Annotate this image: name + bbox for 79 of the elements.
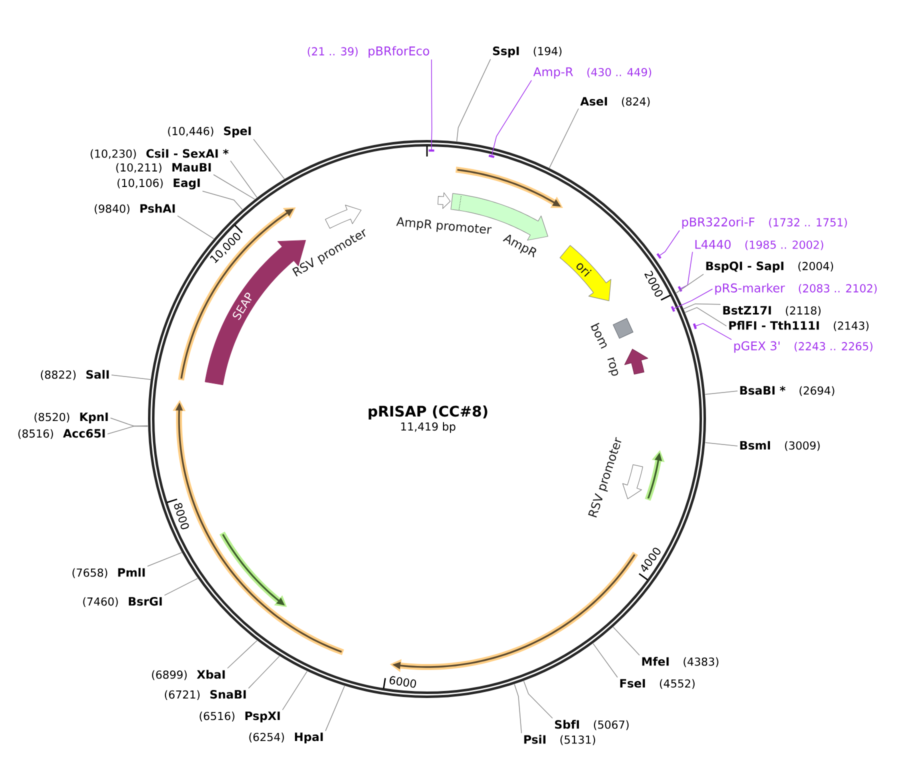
- leader-line: [704, 442, 738, 446]
- leader-line: [523, 680, 553, 719]
- leader-line: [680, 252, 693, 289]
- site-label: (8520) KpnI: [34, 412, 108, 424]
- leader-line: [248, 656, 280, 689]
- leader-line: [659, 230, 680, 256]
- site-label: PflFI - Tth111I (2143): [729, 320, 868, 332]
- leader-line: [431, 59, 432, 150]
- site-label: AseI (824): [580, 97, 650, 107]
- site-label: (9840) PshAI: [94, 204, 175, 214]
- leader-line: [253, 138, 285, 180]
- feature-label: ori: [576, 263, 592, 277]
- site-label: (6899) XbaI: [152, 670, 225, 680]
- feature-label: bom: [590, 322, 607, 349]
- primer-label: pRS-marker (2083 .. 2102): [715, 283, 877, 295]
- site-label: BsmI (3009): [740, 441, 820, 451]
- feature-band: [219, 532, 287, 608]
- leader-line: [548, 108, 579, 168]
- leader-line: [592, 643, 618, 678]
- feature-label: rop: [607, 357, 618, 376]
- primer-site-mark: [678, 286, 682, 292]
- plasmid-length: 11,419 bp: [401, 422, 456, 433]
- feature-band: [390, 552, 638, 672]
- feature-label: AmpR promoter: [396, 217, 492, 234]
- plasmid-name: pRISAP (CC#8): [368, 406, 488, 420]
- leader-line: [230, 160, 258, 198]
- site-label: (7460) BsrGI: [83, 597, 162, 607]
- site-label: PsiI (5131): [524, 734, 596, 746]
- leader-line: [147, 552, 182, 567]
- leader-line: [282, 670, 308, 710]
- scale-label: 8000: [174, 503, 189, 530]
- leader-line: [683, 303, 721, 310]
- leader-line: [325, 686, 345, 732]
- leader-line: [107, 426, 148, 434]
- primer-site-mark: [656, 253, 662, 259]
- leader-line: [456, 58, 491, 142]
- leader-line: [177, 215, 214, 240]
- feature-band: [644, 450, 665, 501]
- site-label: BstZ17I (2118): [723, 306, 821, 316]
- leader-line: [202, 190, 243, 210]
- scale-label: 2000: [644, 270, 663, 297]
- site-label: BsaBI * (2694): [740, 386, 834, 396]
- leader-line: [704, 390, 738, 395]
- leader-line: [676, 274, 704, 294]
- site-label: (8516) Acc65I: [18, 429, 105, 439]
- primer-label: (21 .. 39) pBRforEco: [308, 46, 430, 58]
- site-label: SbfI (5067): [555, 720, 629, 730]
- leader-line: [491, 80, 532, 156]
- site-label: SspI (194): [493, 46, 562, 58]
- leader-line: [227, 640, 258, 669]
- site-label: (7658) PmlI: [72, 568, 145, 578]
- site-label: (6721) SnaBI: [164, 690, 246, 700]
- site-label: (10,446) SpeI: [168, 126, 251, 138]
- primer-label: Amp-R (430 .. 449): [533, 67, 652, 79]
- leader-line: [213, 174, 256, 200]
- primer-site-mark: [428, 149, 434, 152]
- site-label: MfeI (4383): [642, 656, 718, 668]
- site-label: BspQI - SapI (2004): [706, 262, 834, 272]
- primer-label: L4440 (1985 .. 2002): [695, 240, 824, 250]
- site-label: (10,106) EagI: [118, 178, 200, 190]
- leader-line: [674, 288, 713, 309]
- primer-site-mark: [692, 323, 697, 330]
- primer-site-mark: [670, 306, 676, 312]
- site-label: (10,211) MauBI: [116, 163, 211, 173]
- site-label: (6254) HpaI: [249, 732, 323, 744]
- leader-line: [684, 307, 727, 326]
- primer-label: pGEX 3' (2243 .. 2265): [734, 341, 872, 353]
- leader-line: [612, 626, 640, 656]
- primer-label: pBR322ori-F (1732 .. 1751): [682, 217, 847, 229]
- site-label: (8822) SalI: [40, 370, 109, 380]
- site-label: FseI (4552): [620, 679, 695, 689]
- site-label: (6516) PspXI: [200, 712, 280, 722]
- leader-line: [110, 418, 148, 427]
- site-label: (10,230) CsiI - SexAI *: [90, 148, 229, 160]
- leader-line: [514, 684, 522, 734]
- leader-line: [111, 374, 151, 380]
- leader-line: [164, 578, 198, 596]
- primer-site-mark: [488, 154, 494, 158]
- leader-line: [696, 323, 732, 340]
